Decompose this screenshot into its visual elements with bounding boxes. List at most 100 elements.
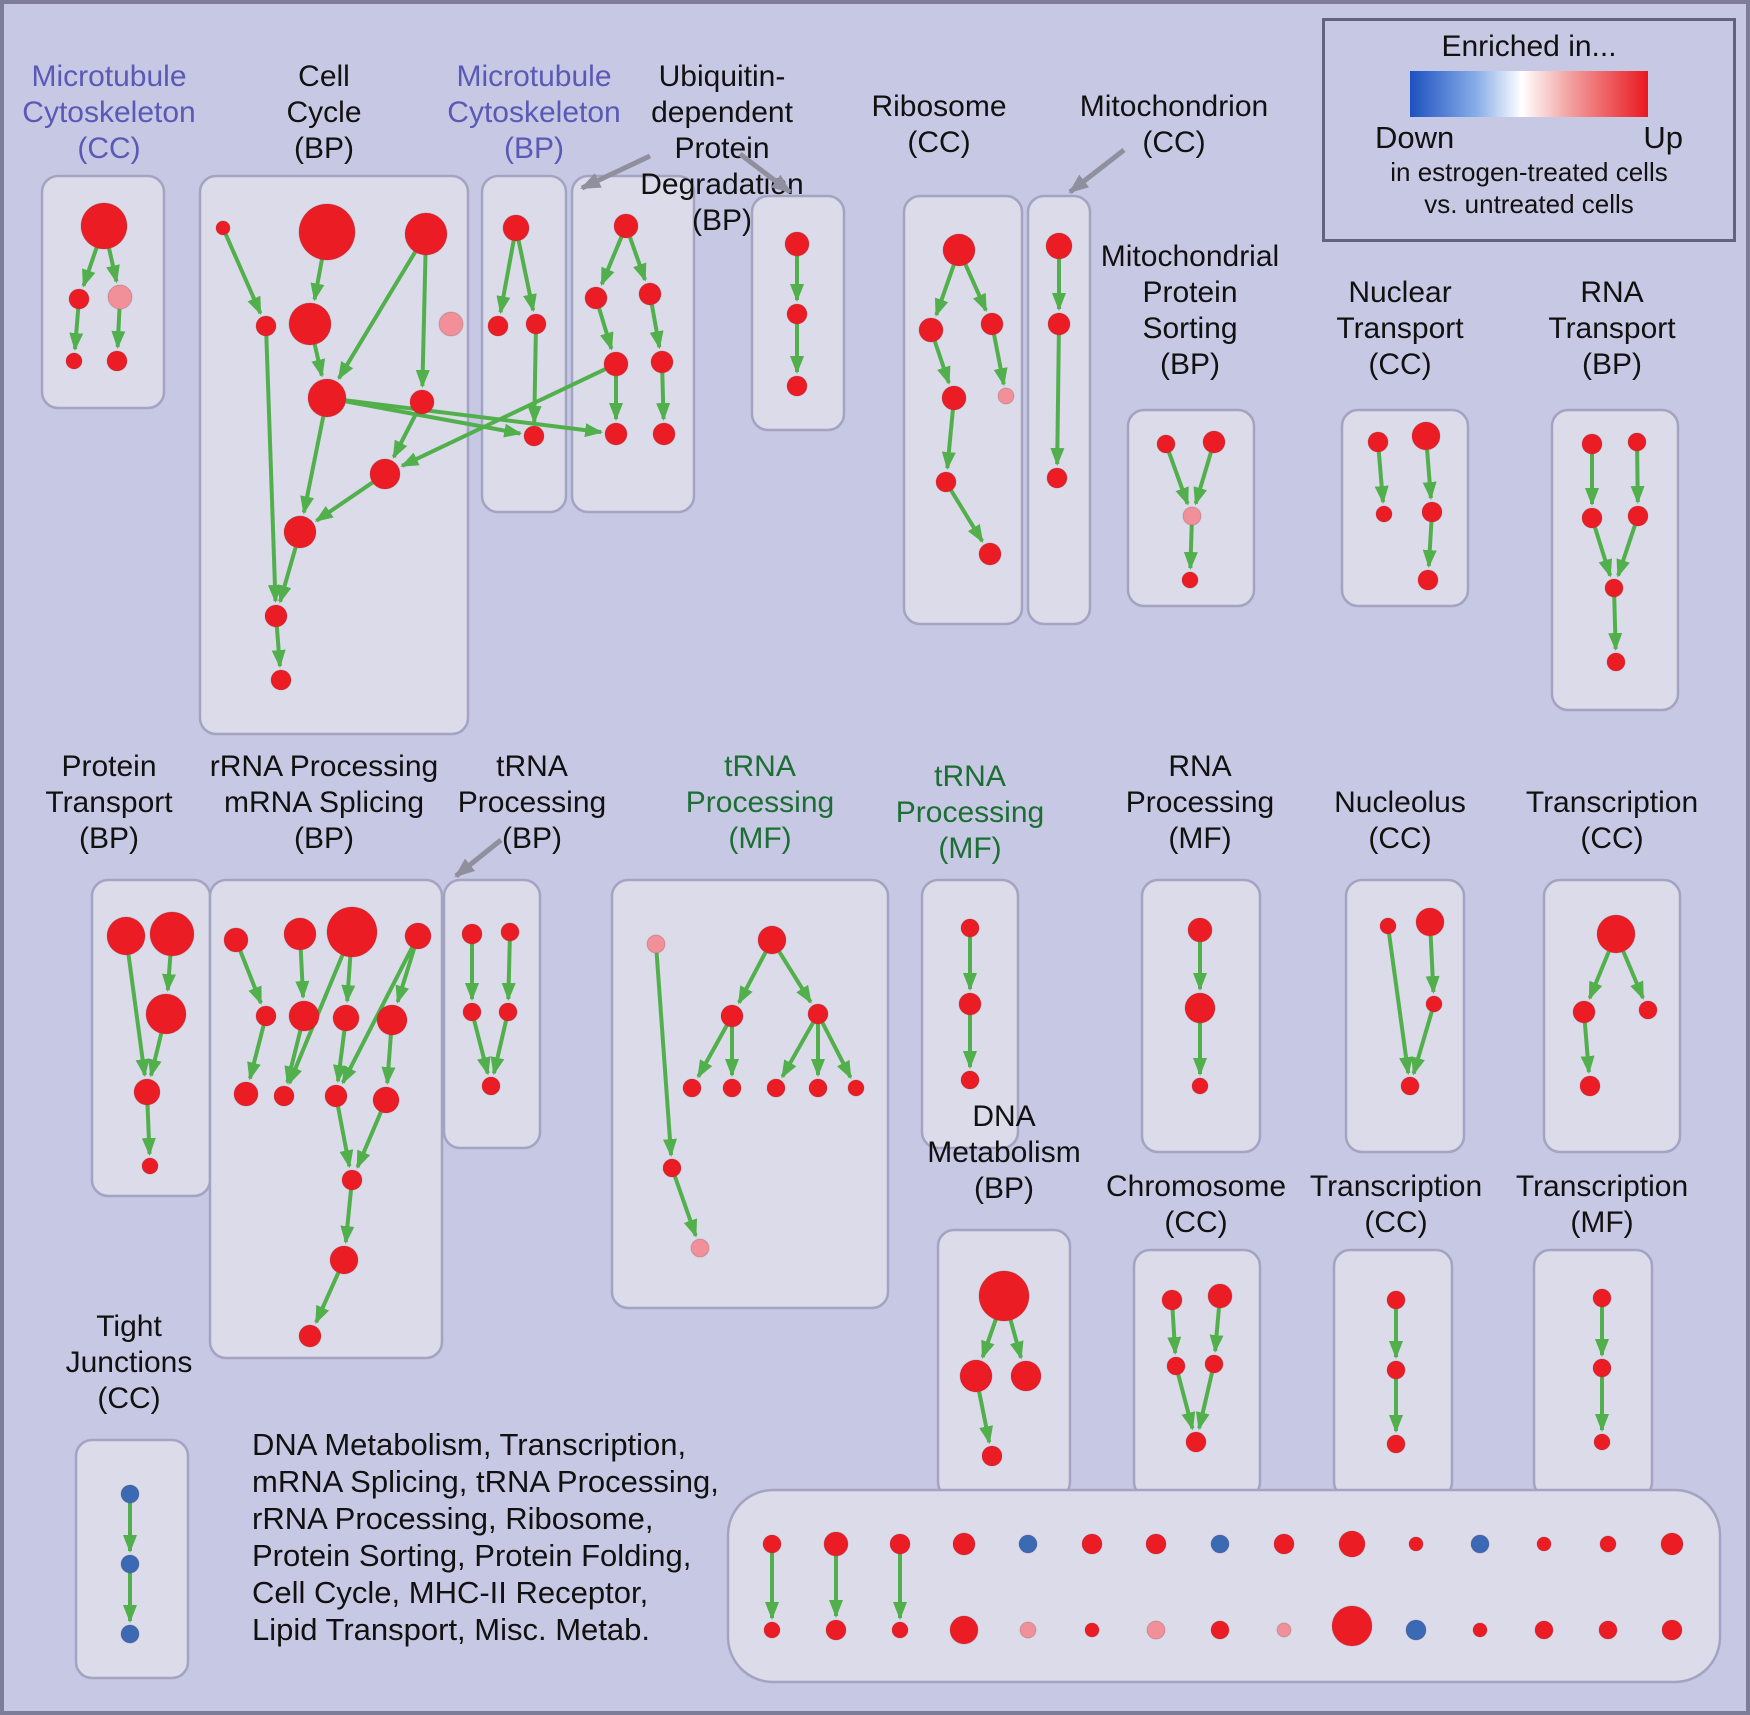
group-label-chromosome-cc: Chromosome(CC) — [1106, 1170, 1286, 1239]
go-term-node-rrna-processing-mrna-splicing-bp — [329, 1245, 359, 1275]
go-term-node-transcription-mf — [1592, 1288, 1612, 1308]
go-term-node-rrna-processing-mrna-splicing-bp — [404, 922, 432, 950]
edge-mitochondrial-protein-sorting-bp — [1167, 451, 1190, 506]
go-term-node-ribosome-cc — [978, 542, 1002, 566]
go-term-node-trna-processing-mf-1 — [807, 1003, 829, 1025]
edge-protein-transport-bp — [141, 1104, 156, 1157]
go-term-node-ubiquitin-degradation-left — [604, 422, 628, 446]
cross-group-edge — [345, 398, 604, 438]
misc-text-line: rRNA Processing, Ribosome, — [252, 1501, 654, 1536]
edge-ribosome-cc — [963, 263, 988, 313]
go-term-node-rrna-processing-mrna-splicing-bp — [223, 927, 249, 953]
go-term-node-misc-functions — [1145, 1533, 1167, 1555]
edge-chromosome-cc — [1195, 1372, 1214, 1431]
go-term-node-trna-processing-mf-2 — [960, 1070, 980, 1090]
edge-ribosome-cc — [941, 409, 956, 471]
edge-ubiquitin-degradation-left — [599, 236, 624, 286]
go-term-node-rrna-processing-mrna-splicing-bp — [376, 1004, 408, 1036]
go-term-node-ribosome-cc — [942, 233, 976, 267]
go-term-node-misc-functions — [1081, 1533, 1103, 1555]
edge-chromosome-cc — [1167, 1309, 1182, 1356]
go-term-node-transcription-cc-low — [1386, 1434, 1406, 1454]
edge-rrna-processing-mrna-splicing-bp — [238, 950, 263, 1005]
go-term-node-rrna-processing-mrna-splicing-bp — [341, 1169, 363, 1191]
go-term-node-ubiquitin-degradation-left — [638, 282, 662, 306]
go-term-node-tight-junctions-cc — [120, 1554, 140, 1574]
go-term-node-trna-processing-mf-1 — [682, 1078, 702, 1098]
go-term-node-microtubule-cytoskeleton-bp — [487, 315, 509, 337]
go-term-node-trna-processing-mf-1 — [808, 1078, 828, 1098]
edge-ubiquitin-degradation-left — [656, 372, 671, 422]
go-term-node-misc-functions — [762, 1534, 782, 1554]
misc-categories-text: DNA Metabolism, Transcription, mRNA Spli… — [252, 1426, 719, 1648]
go-term-node-chromosome-cc — [1166, 1356, 1186, 1376]
go-term-node-trna-processing-mf-1 — [720, 1004, 744, 1028]
edge-cell-cycle-bp — [310, 259, 325, 302]
edge-trna-processing-bp — [490, 1020, 508, 1076]
group-box-microtubule-cytoskeleton-bp — [480, 174, 568, 514]
edge-ubiquitin-degradation-left — [597, 307, 614, 351]
edge-microtubule-cytoskeleton-cc — [69, 308, 84, 352]
go-term-node-rna-transport-bp — [1604, 578, 1624, 598]
group-box-trna-processing-bp — [442, 878, 542, 1150]
group-label-transcription-cc-mid: Transcription(CC) — [1526, 786, 1698, 855]
go-term-node-misc-functions — [1534, 1620, 1554, 1640]
legend-subtitle-line2: vs. untreated cells — [1424, 189, 1634, 219]
edge-ubiquitin-degradation-left — [649, 304, 664, 350]
go-term-node-misc-functions — [1018, 1534, 1038, 1554]
go-term-node-trna-processing-bp — [481, 1076, 501, 1096]
edge-trna-processing-mf-1 — [696, 1024, 729, 1079]
go-term-node-nuclear-transport-cc — [1417, 569, 1439, 591]
go-term-node-nuclear-transport-cc — [1411, 421, 1441, 451]
group-box-nuclear-transport-cc — [1340, 408, 1470, 608]
go-term-node-transcription-cc-low — [1386, 1290, 1406, 1310]
go-term-node-cell-cycle-bp — [270, 669, 292, 691]
edge-mitochondrial-protein-sorting-bp — [1193, 451, 1213, 506]
go-term-node-misc-functions — [763, 1621, 781, 1639]
misc-text-line: mRNA Splicing, tRNA Processing, — [252, 1464, 719, 1499]
go-term-node-nucleolus-cc — [1415, 907, 1445, 937]
go-term-node-trna-processing-mf-1 — [646, 934, 666, 954]
go-term-node-trna-processing-bp — [462, 1002, 482, 1022]
go-term-node-microtubule-cytoskeleton-bp — [523, 425, 545, 447]
group-box-ribosome-cc — [902, 194, 1024, 626]
go-term-node-chromosome-cc — [1161, 1289, 1183, 1311]
go-term-node-misc-functions — [825, 1619, 847, 1641]
go-term-node-dna-metabolism-bp — [959, 1359, 993, 1393]
label-annotation-arrow — [580, 153, 652, 191]
label-annotation-arrow — [454, 838, 503, 878]
edge-chromosome-cc — [1176, 1374, 1196, 1431]
edge-rrna-processing-mrna-splicing-bp — [314, 1271, 341, 1325]
go-term-node-rna-processing-mf — [1184, 992, 1216, 1024]
edge-nuclear-transport-cc — [1422, 521, 1437, 569]
go-term-node-cell-cycle-bp — [369, 458, 401, 490]
legend-down-label: Down — [1375, 120, 1455, 155]
edge-nuclear-transport-cc — [1374, 451, 1389, 505]
go-term-node-mitochondrion-cc — [1046, 467, 1068, 489]
go-term-node-microtubule-cytoskeleton-cc — [65, 352, 83, 370]
go-term-node-dna-metabolism-bp — [978, 1270, 1030, 1322]
go-term-node-mitochondrial-protein-sorting-bp — [1181, 571, 1199, 589]
go-term-node-ubiquitin-degradation-right — [786, 375, 808, 397]
edge-transcription-cc-mid — [1621, 950, 1645, 1000]
go-term-node-misc-functions — [823, 1531, 849, 1557]
go-term-node-misc-functions — [891, 1621, 909, 1639]
go-term-node-mitochondrial-protein-sorting-bp — [1182, 506, 1202, 526]
edge-nucleolus-cc — [1425, 935, 1440, 995]
go-term-node-protein-transport-bp — [149, 911, 195, 957]
group-box-chromosome-cc — [1132, 1248, 1262, 1500]
go-term-node-cell-cycle-bp — [288, 302, 332, 346]
go-term-node-transcription-mf — [1593, 1433, 1611, 1451]
go-term-node-misc-functions — [1598, 1620, 1618, 1640]
edge-microtubule-cytoskeleton-bp — [496, 240, 516, 315]
go-term-node-ribosome-cc — [918, 317, 944, 343]
go-term-node-chromosome-cc — [1185, 1431, 1207, 1453]
go-term-node-rrna-processing-mrna-splicing-bp — [324, 1084, 348, 1108]
